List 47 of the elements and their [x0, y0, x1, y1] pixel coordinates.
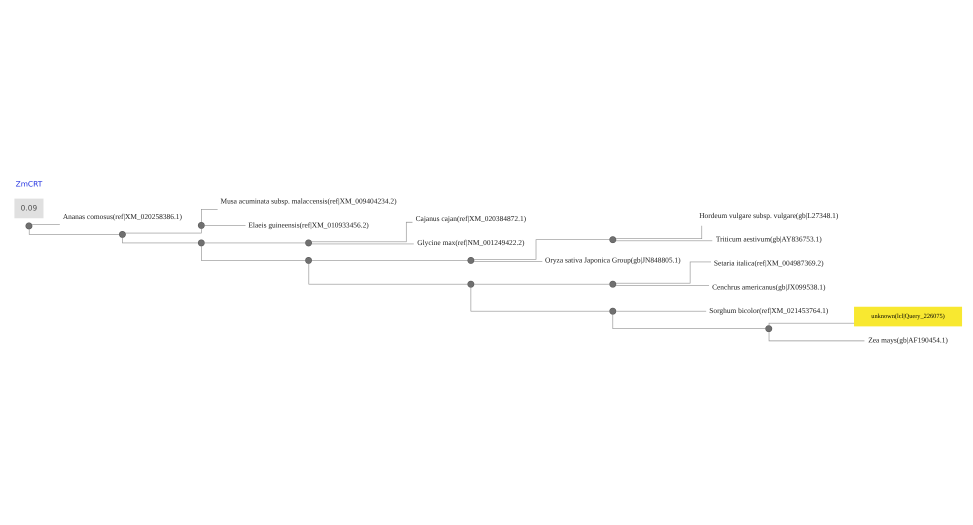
- node-circle: [198, 222, 205, 229]
- node-circle: [26, 222, 32, 230]
- connector: [616, 284, 710, 286]
- node-circle: [609, 308, 616, 315]
- connector: [201, 208, 218, 222]
- connector: [470, 287, 610, 312]
- connector: [474, 239, 610, 260]
- connector: [616, 262, 712, 284]
- node-circle: [467, 256, 474, 264]
- connector: [125, 228, 202, 234]
- node-circle: [467, 280, 474, 288]
- node-circle: [765, 325, 772, 332]
- node-text: Glycine max(ref|NM_001249422.2): [417, 238, 524, 247]
- connector: [616, 310, 706, 312]
- node-text: Cajanus cajan(ref|XM_020384872.1): [416, 214, 526, 224]
- connector: [768, 332, 865, 342]
- connector: [768, 322, 854, 326]
- node-circle: [198, 239, 205, 246]
- connector: [474, 284, 610, 285]
- connector: [308, 263, 468, 285]
- connector: [612, 314, 766, 330]
- node-text: Musa acuminata subsp. malaccensis(ref|XM_009404234.2): [220, 196, 397, 206]
- connector: [122, 237, 198, 244]
- node-text: Cenchrus americanus(gb|JX099538.1): [712, 282, 826, 292]
- node-text: Triticum aestivum(gb|AY836753.1): [716, 234, 822, 244]
- node-text: Elaeis guineensis(ref|XM_010933456.2): [248, 220, 369, 230]
- connector: [616, 240, 713, 242]
- node-text: Hordeum vulgare subsp. vulgare(gb|L27348.1): [699, 210, 838, 220]
- node-text: Ananas comosus(ref|XM_020258386.1): [62, 212, 182, 221]
- connector: [28, 228, 120, 235]
- connector: [474, 261, 543, 262]
- connector: [311, 260, 468, 261]
- connector: [204, 242, 306, 244]
- connector: [204, 225, 246, 226]
- connector: [311, 222, 413, 242]
- node-circle: [118, 231, 126, 238]
- node-text: Setaria italica(ref|XM_004987369.2): [714, 258, 824, 268]
- node-circle: [609, 280, 616, 288]
- node-circle: [609, 236, 616, 244]
- node-circle: [305, 239, 312, 246]
- node-text: Sorghum bicolor(ref|XM_021453764.1): [709, 306, 828, 316]
- connector: [616, 225, 702, 239]
- connector: [32, 224, 60, 225]
- connector: [201, 246, 306, 261]
- node-text: Zea mays(gb|AF190454.1): [868, 335, 948, 344]
- node-text: Oryza sativa Japonica Group(gb|JN848805.1): [545, 255, 681, 264]
- node-circle: [305, 256, 312, 264]
